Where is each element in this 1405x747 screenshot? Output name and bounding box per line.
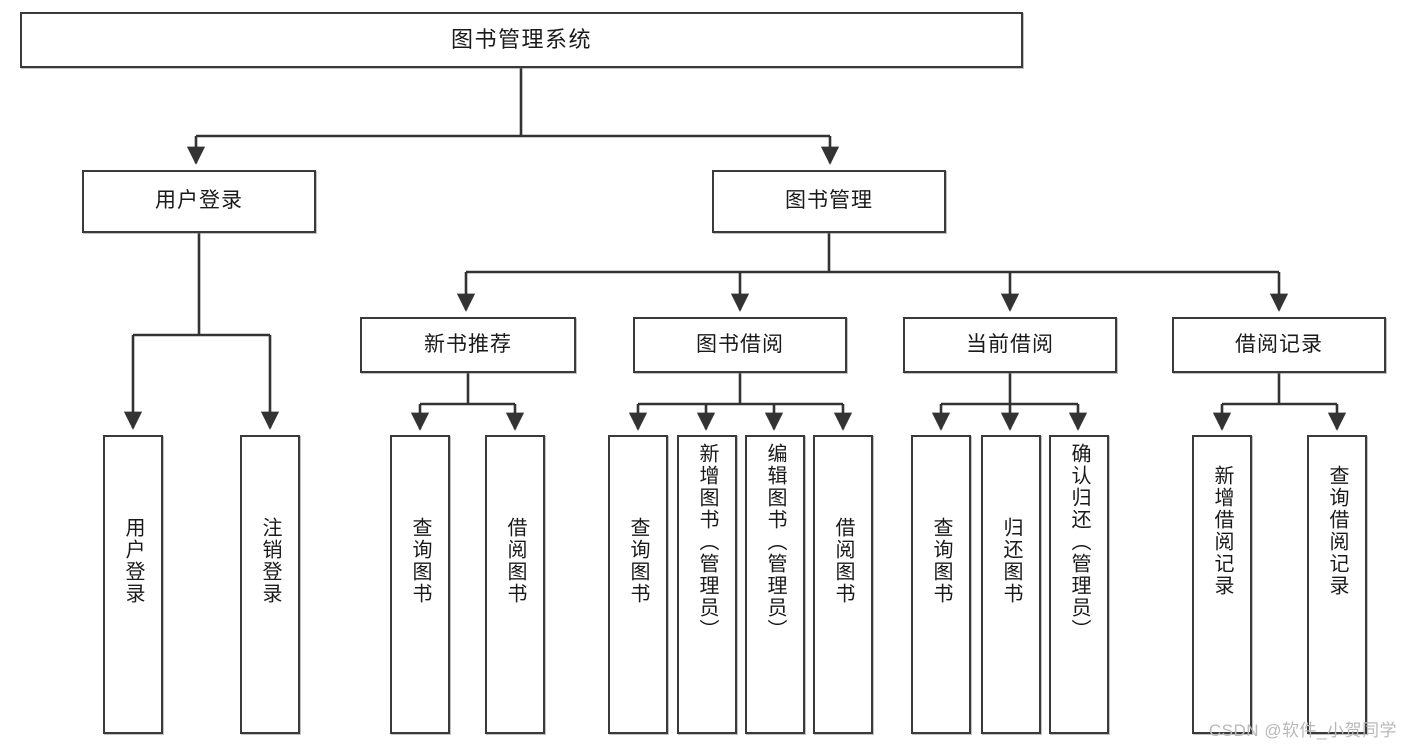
leaf-book-borrow-2-label: 编辑图书（管理员）: [764, 443, 786, 641]
node-current-borrow[interactable]: 当前借阅: [903, 317, 1117, 373]
node-root[interactable]: 图书管理系统: [20, 12, 1023, 68]
node-new-book-recommend-label: 新书推荐: [424, 332, 512, 356]
node-user-login[interactable]: 用户登录: [82, 170, 316, 233]
leaf-new-book-1-label: 借阅图书: [504, 517, 526, 605]
node-book-manage-label: 图书管理: [785, 189, 873, 213]
node-root-label: 图书管理系统: [450, 27, 592, 53]
leaf-book-borrow-0-label: 查询图书: [627, 517, 649, 605]
leaf-user-login-1[interactable]: 注销登录: [240, 435, 300, 734]
leaf-book-borrow-3[interactable]: 借阅图书: [813, 435, 873, 734]
leaf-book-borrow-1[interactable]: 新增图书（管理员）: [677, 435, 737, 734]
leaf-user-login-1-label: 注销登录: [259, 517, 281, 605]
node-user-login-label: 用户登录: [155, 189, 243, 213]
node-book-manage[interactable]: 图书管理: [712, 170, 946, 233]
node-book-borrow-label: 图书借阅: [696, 332, 784, 356]
leaf-new-book-0-label: 查询图书: [409, 517, 431, 605]
node-borrow-record[interactable]: 借阅记录: [1172, 317, 1386, 373]
leaf-current-borrow-0-label: 查询图书: [930, 517, 952, 605]
leaf-current-borrow-1-label: 归还图书: [1000, 517, 1022, 605]
leaf-current-borrow-1[interactable]: 归还图书: [981, 435, 1041, 734]
leaf-current-borrow-2[interactable]: 确认归还（管理员）: [1049, 435, 1109, 734]
leaf-borrow-record-1-label: 查询借阅记录: [1326, 465, 1348, 597]
node-new-book-recommend[interactable]: 新书推荐: [360, 317, 576, 373]
node-current-borrow-label: 当前借阅: [966, 332, 1054, 356]
csdn-watermark: CSDN @软件_小贺同学: [1208, 721, 1397, 740]
leaf-new-book-1[interactable]: 借阅图书: [485, 435, 545, 734]
leaf-book-borrow-0[interactable]: 查询图书: [608, 435, 668, 734]
leaf-borrow-record-1[interactable]: 查询借阅记录: [1307, 435, 1367, 734]
leaf-book-borrow-1-label: 新增图书（管理员）: [696, 443, 718, 641]
leaf-book-borrow-2[interactable]: 编辑图书（管理员）: [745, 435, 805, 734]
leaf-user-login-0[interactable]: 用户登录: [103, 435, 163, 734]
leaf-current-borrow-0[interactable]: 查询图书: [911, 435, 971, 734]
leaf-new-book-0[interactable]: 查询图书: [390, 435, 450, 734]
leaf-current-borrow-2-label: 确认归还（管理员）: [1068, 443, 1090, 641]
leaf-borrow-record-0-label: 新增借阅记录: [1211, 465, 1233, 597]
node-book-borrow[interactable]: 图书借阅: [633, 317, 847, 373]
leaf-book-borrow-3-label: 借阅图书: [832, 517, 854, 605]
leaf-borrow-record-0[interactable]: 新增借阅记录: [1192, 435, 1252, 734]
leaf-user-login-0-label: 用户登录: [122, 517, 144, 605]
node-borrow-record-label: 借阅记录: [1235, 332, 1323, 356]
